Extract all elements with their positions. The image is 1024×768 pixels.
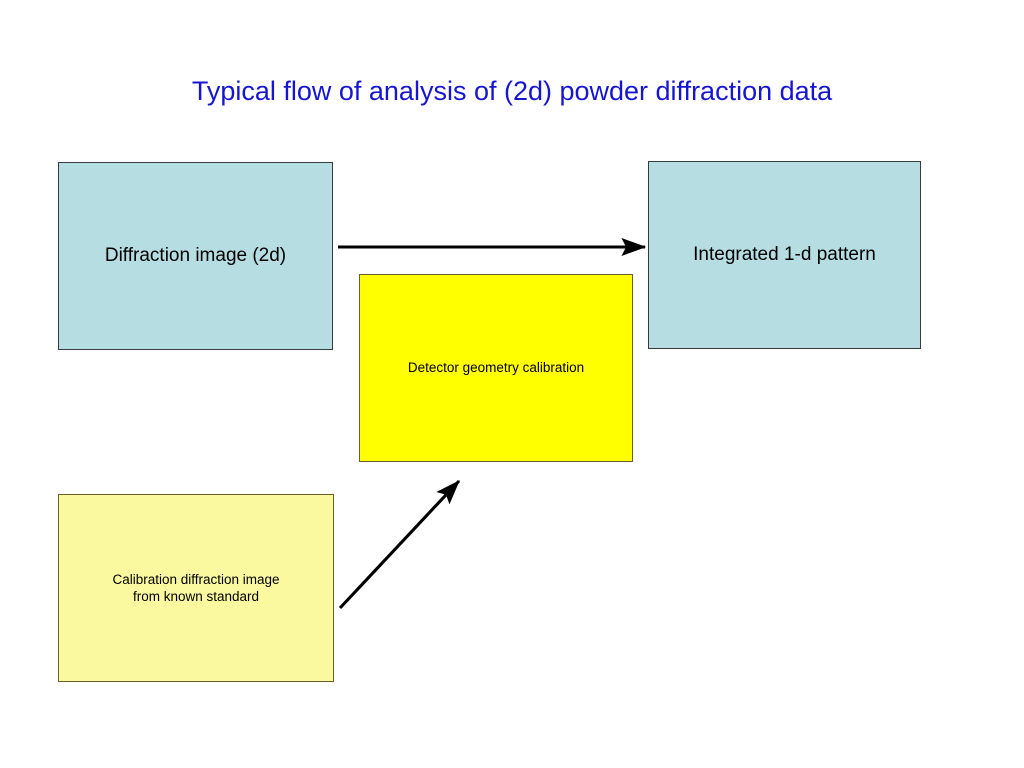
- node-diffraction-image[interactable]: Diffraction image (2d): [58, 162, 333, 350]
- node-integrated-pattern[interactable]: Integrated 1-d pattern: [648, 161, 921, 349]
- node-integrated-pattern-label: Integrated 1-d pattern: [693, 243, 876, 265]
- node-diffraction-image-label: Diffraction image (2d): [104, 244, 287, 266]
- node-detector-calibration[interactable]: Detector geometry calibration: [359, 274, 633, 462]
- arrow-calibration-to-detector: [338, 479, 461, 610]
- node-detector-calibration-label: Detector geometry calibration: [407, 360, 585, 376]
- node-calibration-standard-label: Calibration diffraction image from known…: [112, 571, 280, 604]
- page-title: Typical flow of analysis of (2d) powder …: [191, 76, 833, 106]
- node-calibration-standard[interactable]: Calibration diffraction image from known…: [58, 494, 334, 682]
